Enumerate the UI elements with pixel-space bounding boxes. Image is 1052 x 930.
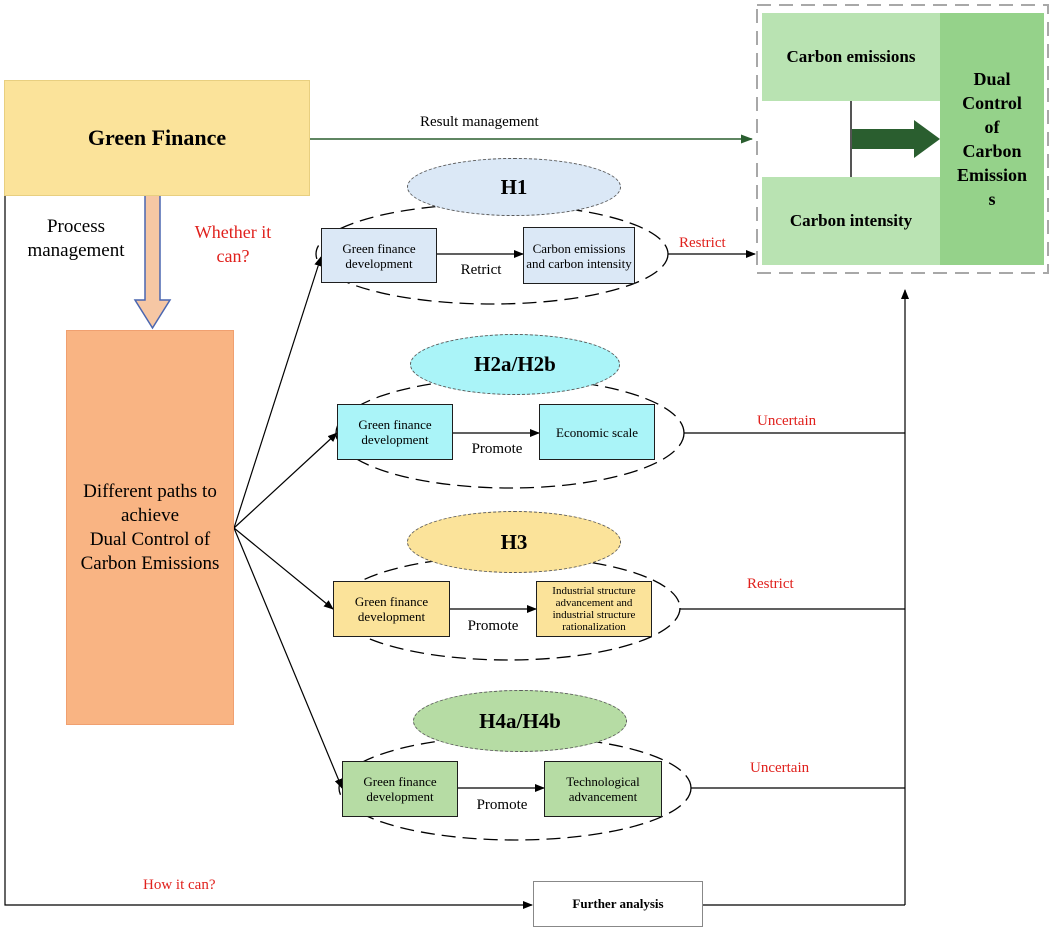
dual-control-line-5: Emission bbox=[956, 165, 1028, 185]
h2-effect: Uncertain bbox=[757, 413, 817, 429]
fan-arrow-h4 bbox=[233, 527, 343, 789]
how-it-can-line bbox=[4, 139, 533, 909]
h4-from-box: Green finance development bbox=[342, 761, 458, 817]
carbon-emissions-box: Carbon emissions bbox=[762, 13, 940, 101]
h1-hypothesis-ellipse: H1 bbox=[407, 158, 621, 216]
paths-line-4: Carbon Emissions bbox=[80, 552, 220, 574]
h3-label: H3 bbox=[500, 529, 528, 554]
h3-group-ellipse bbox=[335, 555, 681, 661]
dual-control-line-6: s bbox=[988, 189, 996, 209]
h4-from-text: Green finance development bbox=[363, 774, 437, 804]
h3-verb: Promote bbox=[467, 618, 519, 634]
carbon-intensity-box: Carbon intensity bbox=[762, 177, 940, 265]
h1-to-text: Carbon emissions and carbon intensity bbox=[526, 240, 632, 271]
green-finance-label: Green Finance bbox=[87, 125, 227, 150]
h4-label: H4a/H4b bbox=[479, 708, 561, 733]
h2-from-box: Green finance development bbox=[337, 404, 453, 460]
h1-effect: Restrict bbox=[679, 235, 726, 251]
h3-from-box: Green finance development bbox=[333, 581, 450, 637]
h4-hypothesis-ellipse: H4a/H4b bbox=[413, 690, 627, 752]
fan-arrow-h1 bbox=[233, 256, 323, 529]
emissions-intensity-connector bbox=[850, 101, 852, 177]
h4-to-box: Technological advancement bbox=[544, 761, 662, 817]
whether-it-can-label: Whether it can? bbox=[194, 222, 272, 266]
dual-control-line-3: of bbox=[984, 117, 1000, 137]
dual-control-line-1: Dual bbox=[973, 69, 1011, 89]
h3-to-box: Industrial structure advancement and ind… bbox=[536, 581, 652, 637]
further-analysis-box: Further analysis bbox=[533, 881, 703, 927]
h3-from-text: Green finance development bbox=[354, 594, 429, 624]
carbon-intensity-label: Carbon intensity bbox=[789, 211, 913, 230]
fan-arrow-h2 bbox=[233, 432, 338, 529]
h1-from-text: Green finance development bbox=[342, 240, 416, 271]
h2-from-text: Green finance development bbox=[358, 417, 432, 447]
carbon-emissions-label: Carbon emissions bbox=[786, 47, 916, 66]
dual-control-box: Dual Control of Carbon Emission s bbox=[940, 13, 1044, 265]
h4-verb: Promote bbox=[476, 797, 528, 813]
h4-to-text: Technological advancement bbox=[566, 774, 640, 804]
process-management-label: Process management bbox=[27, 216, 125, 261]
h1-verb: Retrict bbox=[460, 262, 502, 278]
different-paths-box: Different paths to achieve Dual Control … bbox=[66, 330, 234, 725]
h1-to-box: Carbon emissions and carbon intensity bbox=[523, 227, 635, 284]
h2-hypothesis-ellipse: H2a/H2b bbox=[410, 334, 620, 395]
h3-to-text: Industrial structure advancement and ind… bbox=[552, 585, 636, 633]
how-it-can-label: How it can? bbox=[143, 877, 216, 893]
h2-label: H2a/H2b bbox=[474, 352, 556, 376]
fan-arrow-h3 bbox=[233, 527, 334, 610]
h1-from-box: Green finance development bbox=[321, 228, 437, 283]
dual-control-line-2: Control bbox=[962, 93, 1022, 113]
h2-to-text: Economic scale bbox=[556, 424, 638, 440]
h3-hypothesis-ellipse: H3 bbox=[407, 511, 621, 573]
green-finance-box: Green Finance bbox=[4, 80, 310, 196]
big-green-arrow bbox=[852, 120, 940, 158]
dual-control-line-4: Carbon bbox=[962, 141, 1022, 161]
h1-label: H1 bbox=[500, 174, 528, 199]
h3-effect: Restrict bbox=[747, 576, 794, 592]
h2-to-box: Economic scale bbox=[539, 404, 655, 460]
h2-verb: Promote bbox=[471, 441, 523, 457]
paths-line-1: Different paths to bbox=[83, 480, 217, 502]
h4-effect: Uncertain bbox=[750, 760, 810, 776]
target-frame bbox=[756, 4, 1049, 274]
paths-line-3: Dual Control of bbox=[89, 528, 211, 550]
result-management-label: Result management bbox=[420, 114, 539, 130]
paths-line-2: achieve bbox=[120, 504, 179, 526]
process-management-arrow bbox=[133, 194, 172, 330]
further-analysis-label: Further analysis bbox=[572, 896, 664, 911]
